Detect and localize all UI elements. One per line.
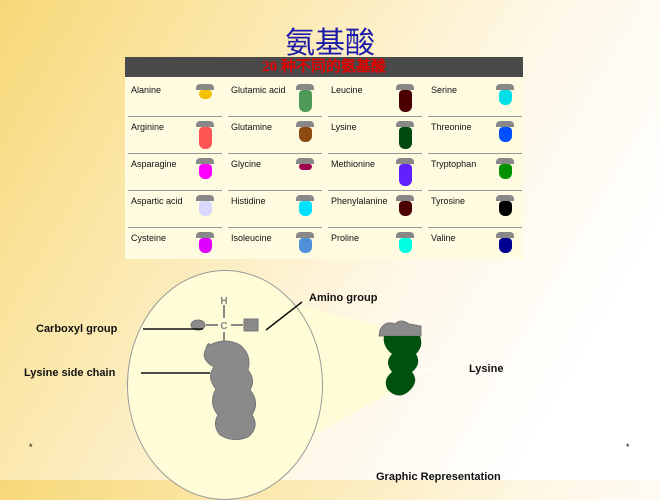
amino-acid-cell: Methionine (328, 153, 424, 191)
amino-acid-icon (396, 158, 414, 186)
divider (328, 153, 422, 154)
amino-acid-name: Alanine (131, 85, 162, 95)
amino-acid-cell: Valine (428, 227, 524, 265)
divider (128, 116, 222, 117)
lysine-diagram: H C (141, 296, 422, 441)
divider (328, 116, 422, 117)
amino-acid-icon (496, 84, 514, 105)
amino-acid-cell: Glutamine (228, 116, 324, 154)
amino-acid-cell: Cysteine (128, 227, 224, 265)
divider (328, 227, 422, 228)
divider (428, 153, 522, 154)
amino-acid-icon (296, 195, 314, 216)
amino-acid-icon (196, 121, 214, 149)
caption: Graphic Representation (376, 471, 501, 483)
amino-acid-icon (396, 121, 414, 149)
amino-acid-name: Leucine (331, 85, 363, 95)
divider (428, 190, 522, 191)
amino-acid-name: Serine (431, 85, 458, 95)
amino-acid-name: Tryptophan (431, 159, 477, 169)
amino-acid-cell: Isoleucine (228, 227, 324, 265)
amino-acid-cell: Histidine (228, 190, 324, 228)
divider (228, 116, 322, 117)
amino-acid-cell: Threonine (428, 116, 524, 154)
amino-acid-name: Proline (331, 233, 360, 243)
side-chain-label: Lysine side chain (24, 367, 116, 379)
amino-acid-cell: Arginine (128, 116, 224, 154)
slide-title: 氨基酸 (285, 26, 375, 61)
amino-acid-name: Valine (431, 233, 456, 243)
amino-acid-name: Aspartic acid (131, 196, 183, 206)
divider (228, 190, 322, 191)
amino-acid-cell: Phenylalanine (328, 190, 424, 228)
amino-acid-cell: Proline (328, 227, 424, 265)
amino-acid-name: Glutamine (231, 122, 273, 132)
amino-acid-cell: Leucine (328, 81, 424, 117)
amino-acid-icon (496, 158, 514, 179)
amino-acid-name: Threonine (431, 122, 472, 132)
divider (428, 116, 522, 117)
table-header: 20 种不同的氨基酸 (125, 57, 523, 77)
amino-acid-icon (396, 195, 414, 216)
divider (428, 227, 522, 228)
divider (128, 227, 222, 228)
amino-acid-cell: Lysine (328, 116, 424, 154)
amino-acid-name: Histidine (231, 196, 266, 206)
amino-acid-cell: Serine (428, 81, 524, 117)
amino-acid-cell: Tryptophan (428, 153, 524, 191)
amino-acid-name: Tyrosine (431, 196, 466, 206)
carboxyl-group-label: Carboxyl group (36, 323, 118, 335)
amino-acid-name: Cysteine (131, 233, 167, 243)
amino-acid-name: Arginine (131, 122, 165, 132)
amino-acid-icon (296, 158, 314, 170)
divider (228, 227, 322, 228)
amino-acid-icon (396, 232, 414, 253)
amino-group-label: Amino group (309, 292, 378, 304)
amino-acid-icon (496, 121, 514, 142)
amino-acid-icon (296, 121, 314, 142)
amino-acid-cell: Glutamic acid (228, 81, 324, 117)
hydrogen-label: H (220, 296, 227, 307)
amino-acid-cell: Asparagine (128, 153, 224, 191)
divider (128, 190, 222, 191)
carbon-label: C (220, 321, 227, 332)
amino-acid-name: Methionine (331, 159, 376, 169)
amino-acid-cell: Tyrosine (428, 190, 524, 228)
amino-acid-icon (196, 232, 214, 253)
amino-acid-cell: Alanine (128, 81, 224, 117)
amino-acid-cell: Aspartic acid (128, 190, 224, 228)
amino-acid-name: Asparagine (131, 159, 177, 169)
amino-acid-cell: Glycine (228, 153, 324, 191)
amino-acid-icon (296, 84, 314, 112)
amino-acid-icon (396, 84, 414, 112)
amino-acid-name: Glycine (231, 159, 262, 169)
amino-acid-name: Lysine (331, 122, 357, 132)
amino-acid-name: Glutamic acid (231, 85, 286, 95)
amino-acid-icon (196, 84, 214, 99)
amino-acid-icon (496, 232, 514, 253)
amino-acid-icon (496, 195, 514, 216)
star-left: * (29, 442, 33, 452)
divider (128, 153, 222, 154)
lysine-label: Lysine (469, 363, 504, 375)
amino-acid-icon (296, 232, 314, 253)
amino-acid-name: Phenylalanine (331, 196, 388, 206)
star-right: * (626, 442, 630, 452)
amino-acid-icon (196, 195, 214, 216)
amino-acid-name: Isoleucine (231, 233, 272, 243)
divider (228, 153, 322, 154)
divider (328, 190, 422, 191)
amino-acid-icon (196, 158, 214, 179)
